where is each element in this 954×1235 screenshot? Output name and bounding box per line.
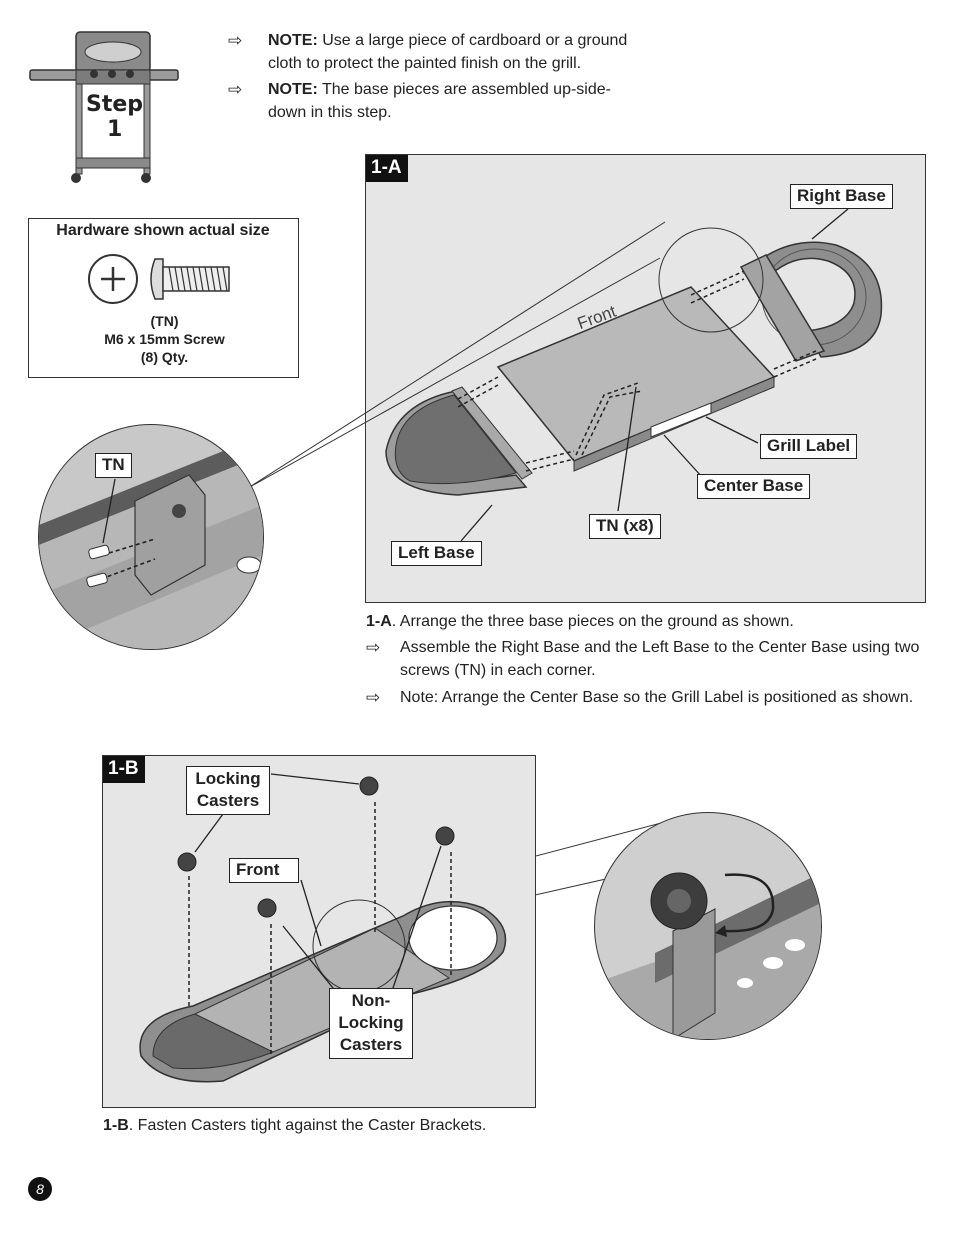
callout-tn: TN xyxy=(95,453,132,478)
caption-1a-lead: 1-A xyxy=(366,613,392,630)
callout-grill-label: Grill Label xyxy=(760,434,858,459)
note-1-label: NOTE: xyxy=(268,32,318,49)
caster-detail-circle xyxy=(594,812,822,1040)
panel-1b-tag: 1-B xyxy=(103,756,145,783)
hardware-box: Hardware shown actual size (TN) M6 x 15m… xyxy=(28,218,299,378)
caption-1b-lead: 1-B xyxy=(103,1117,129,1134)
note-1-line1: Use a large piece of cardboard or a grou… xyxy=(317,32,628,49)
hardware-name: M6 x 15mm Screw xyxy=(104,331,225,347)
caster-closeup-drawing xyxy=(595,872,821,1039)
caption-1a-text: . Arrange the three base pieces on the g… xyxy=(391,613,794,630)
callout-non-locking-casters: Non- Locking Casters xyxy=(329,988,413,1059)
non-line3: Casters xyxy=(339,1035,403,1054)
page-number: 8 xyxy=(36,1181,44,1197)
non-line2: Locking xyxy=(338,1013,404,1032)
page-number-badge: 8 xyxy=(28,1177,52,1201)
locking-line1: Locking xyxy=(195,769,261,788)
right-arrow-icon: ⇨ xyxy=(228,80,243,99)
step-thumbnail: Step 1 xyxy=(28,28,180,188)
callout-tn-x8: TN (x8) xyxy=(589,514,661,539)
callout-center-base: Center Base xyxy=(697,474,811,499)
non-line1: Non- xyxy=(351,991,391,1010)
bullet-2-text: Note: Arrange the Center Base so the Gri… xyxy=(400,689,914,706)
locking-line2: Casters xyxy=(196,791,260,810)
right-arrow-icon: ⇨ xyxy=(228,31,243,50)
panel-1a: Front 1-A Right Base Grill Label Center … xyxy=(365,154,926,603)
hardware-title: Hardware shown actual size xyxy=(56,222,270,239)
caption-1b-text: . Fasten Casters tight against the Caste… xyxy=(128,1117,487,1134)
tn-detail-circle: TN xyxy=(38,424,264,650)
panel-1a-tag: 1-A xyxy=(366,155,408,182)
panel-1b: 1-B Locking Casters Front Non- Locking C… xyxy=(102,755,536,1108)
note-2-label: NOTE: xyxy=(268,81,318,98)
grill-thumbnail-drawing xyxy=(29,31,179,183)
hardware-qty: (8) Qty. xyxy=(140,349,189,365)
right-arrow-icon: ⇨ xyxy=(366,638,381,657)
bullet-1-line1: Assemble the Right Base and the Left Bas… xyxy=(400,639,920,656)
note-1-line2: cloth to protect the painted finish on t… xyxy=(268,55,582,72)
screw-icon xyxy=(88,254,230,304)
callout-locking-casters: Locking Casters xyxy=(186,766,270,815)
callout-front-1b: Front xyxy=(229,858,299,883)
hardware-code: (TN) xyxy=(150,313,179,329)
step-number: 1 xyxy=(107,117,123,142)
callout-right-base: Right Base xyxy=(790,184,893,209)
bullet-1-line2: screws (TN) in each corner. xyxy=(400,662,596,679)
note-2-line2: down in this step. xyxy=(268,104,392,121)
note-2-line1: The base pieces are assembled up-side- xyxy=(317,81,611,98)
caster-assembly-drawing xyxy=(139,773,507,1083)
right-arrow-icon: ⇨ xyxy=(366,688,381,707)
caption-1b: 1-B. Fasten Casters tight against the Ca… xyxy=(103,1114,623,1137)
callout-left-base: Left Base xyxy=(391,541,482,566)
corner-bracket-drawing xyxy=(39,435,263,649)
caption-1a: 1-A. Arrange the three base pieces on th… xyxy=(366,610,936,633)
step-word: Step xyxy=(86,92,144,117)
